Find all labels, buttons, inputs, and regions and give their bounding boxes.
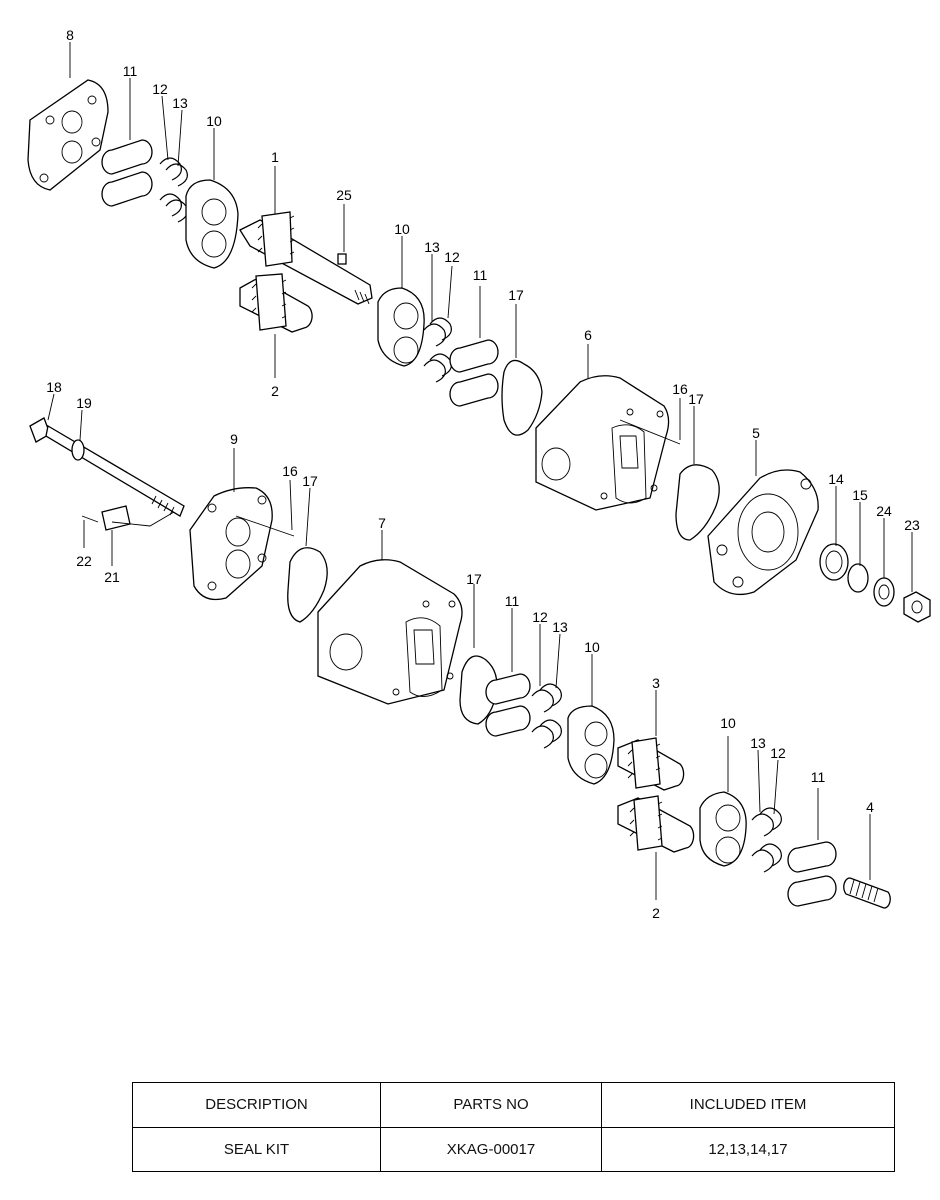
cell-parts-no: XKAG-00017	[380, 1126, 602, 1172]
part-10-bearing-block	[567, 705, 615, 785]
part-12-13-rings	[531, 683, 562, 749]
callout-18: 18	[46, 379, 62, 395]
part-21-name-plate	[101, 505, 175, 531]
part-11-bushings	[485, 673, 531, 737]
part-14-oil-seal	[819, 543, 849, 581]
part-17-seal	[675, 464, 720, 541]
part-12-13-rings	[159, 157, 188, 223]
part-8-end-plate	[27, 79, 109, 191]
part-10-bearing-block	[185, 179, 239, 269]
callout-10: 10	[584, 639, 600, 655]
callout-13: 13	[552, 619, 568, 635]
cell-description: SEAL KIT	[132, 1126, 381, 1172]
callout-17: 17	[466, 571, 482, 587]
seal-kit-table: DESCRIPTION PARTS NO INCLUDED ITEM SEAL …	[132, 1082, 895, 1172]
callout-25: 25	[336, 187, 352, 203]
callout-8: 8	[66, 27, 74, 43]
callout-17: 17	[508, 287, 524, 303]
part-19-washer	[71, 439, 85, 461]
callout-3: 3	[652, 675, 660, 691]
callout-5: 5	[752, 425, 760, 441]
part-25-key	[337, 253, 347, 265]
part-15-snap-ring	[847, 563, 869, 593]
callout-13: 13	[172, 95, 188, 111]
header-included-item: INCLUDED ITEM	[601, 1082, 895, 1128]
part-6-pump-body	[535, 375, 670, 511]
callout-15: 15	[852, 487, 868, 503]
part-24-washer	[873, 577, 895, 607]
callout-11: 11	[123, 63, 138, 79]
part-10-bearing-block	[699, 791, 747, 867]
part-12-13-rings	[751, 807, 782, 873]
callout-14: 14	[828, 471, 844, 487]
part-10-bearing-block	[377, 287, 425, 367]
callout-11: 11	[473, 267, 488, 283]
callout-2: 2	[271, 383, 279, 399]
part-11-bushings	[449, 339, 499, 407]
cell-included-item: 12,13,14,17	[601, 1126, 895, 1172]
callout-6: 6	[584, 327, 592, 343]
part-11-bushings	[101, 139, 153, 207]
part-3-drive-gear	[617, 737, 685, 791]
callout-16: 16	[672, 381, 688, 397]
callout-1: 1	[271, 149, 279, 165]
part-2-driven-gear	[617, 795, 695, 853]
callout-13: 13	[750, 735, 766, 751]
part-17-seal	[287, 547, 328, 623]
part-23-nut	[903, 591, 931, 623]
callout-10: 10	[720, 715, 736, 731]
part-22-rivet	[81, 515, 99, 523]
callout-12: 12	[532, 609, 548, 625]
callout-11: 11	[505, 593, 520, 609]
callout-12: 12	[444, 249, 460, 265]
part-17-seal	[501, 359, 543, 436]
part-9-rear-cover	[189, 487, 273, 601]
callout-9: 9	[230, 431, 238, 447]
callout-12: 12	[152, 81, 168, 97]
part-7-pump-body	[317, 559, 463, 705]
callout-16: 16	[282, 463, 298, 479]
callout-11: 11	[811, 769, 826, 785]
table-row: SEAL KIT XKAG-00017 12,13,14,17	[132, 1126, 895, 1172]
callout-13: 13	[424, 239, 440, 255]
callout-19: 19	[76, 395, 92, 411]
callout-24: 24	[876, 503, 892, 519]
callout-2: 2	[652, 905, 660, 921]
callout-7: 7	[378, 515, 386, 531]
callout-12: 12	[770, 745, 786, 761]
part-1-drive-gear-shaft	[239, 211, 373, 305]
part-11-bushings	[787, 841, 837, 907]
header-description: DESCRIPTION	[132, 1082, 381, 1128]
part-5-mounting-flange	[707, 469, 819, 596]
callout-10: 10	[206, 113, 222, 129]
callout-10: 10	[394, 221, 410, 237]
callout-23: 23	[904, 517, 920, 533]
exploded-parts-diagram: 1 2 2 3 4 5 6 7 8 9 10 10 10 10 11 11 11…	[27, 27, 931, 921]
part-2-driven-gear	[239, 273, 313, 333]
part-16-pin	[235, 515, 295, 537]
header-parts-no: PARTS NO	[380, 1082, 602, 1128]
callout-21: 21	[104, 569, 120, 585]
table-header-row: DESCRIPTION PARTS NO INCLUDED ITEM	[132, 1082, 895, 1128]
callout-17: 17	[688, 391, 704, 407]
part-4-coupling	[843, 877, 891, 909]
part-12-13-rings	[423, 317, 452, 383]
callout-labels: 1 2 2 3 4 5 6 7 8 9 10 10 10 10 11 11 11…	[46, 27, 920, 921]
callout-4: 4	[866, 799, 874, 815]
callout-17: 17	[302, 473, 318, 489]
part-16-pin	[619, 419, 681, 445]
part-18-bolt	[29, 417, 185, 517]
callout-22: 22	[76, 553, 92, 569]
